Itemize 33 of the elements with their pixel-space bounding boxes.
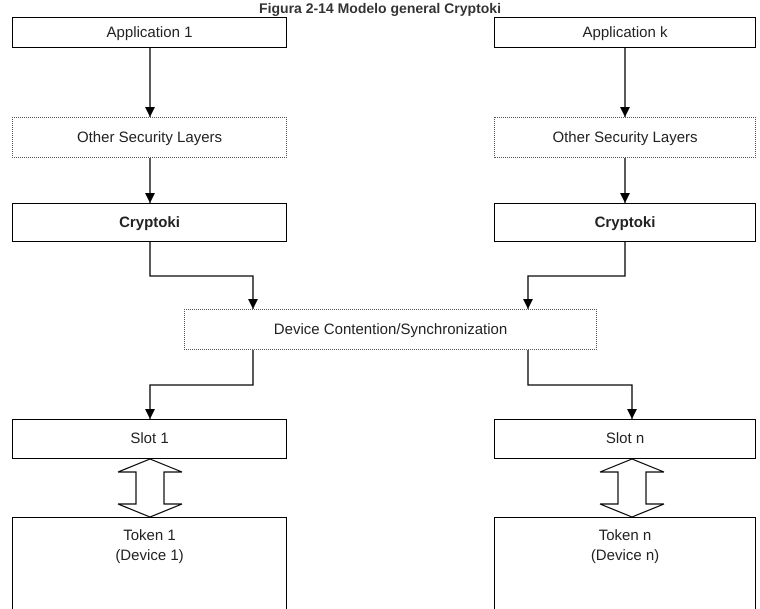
node-label: Token n (Device n) [590,526,660,566]
arrow [620,158,630,203]
node-label: Application 1 [106,22,192,42]
node-label: Token 1 (Device 1) [114,526,185,566]
node-label: Other Security Layers [76,128,222,148]
arrow [527,350,637,419]
double-block-arrow [117,458,183,518]
node-label: Device Contention/Synchronization [274,320,508,340]
token-box [12,517,287,609]
figure-title: Figura 2-14 Modelo general Cryptoki [258,0,502,16]
arrow [620,48,630,117]
node-label: Cryptoki [594,212,656,232]
contention-box [184,309,597,350]
double-block-arrow [599,458,665,518]
node-label: Slot 1 [130,429,169,449]
token-box [494,517,756,609]
library-box [12,203,287,242]
layer-box [494,117,756,158]
node-label: Application k [582,22,668,42]
slot-box [12,419,287,459]
arrow [145,48,155,117]
library-box [494,203,756,242]
application-box [494,17,756,48]
arrow [145,350,254,419]
slot-box [494,419,756,459]
arrow [145,158,155,203]
arrow [523,242,626,309]
node-label: Cryptoki [119,212,180,232]
node-label: Other Security Layers [552,128,698,148]
node-label: Slot n [606,429,644,449]
application-box [12,17,287,48]
layer-box [12,117,287,158]
arrow [149,242,258,309]
